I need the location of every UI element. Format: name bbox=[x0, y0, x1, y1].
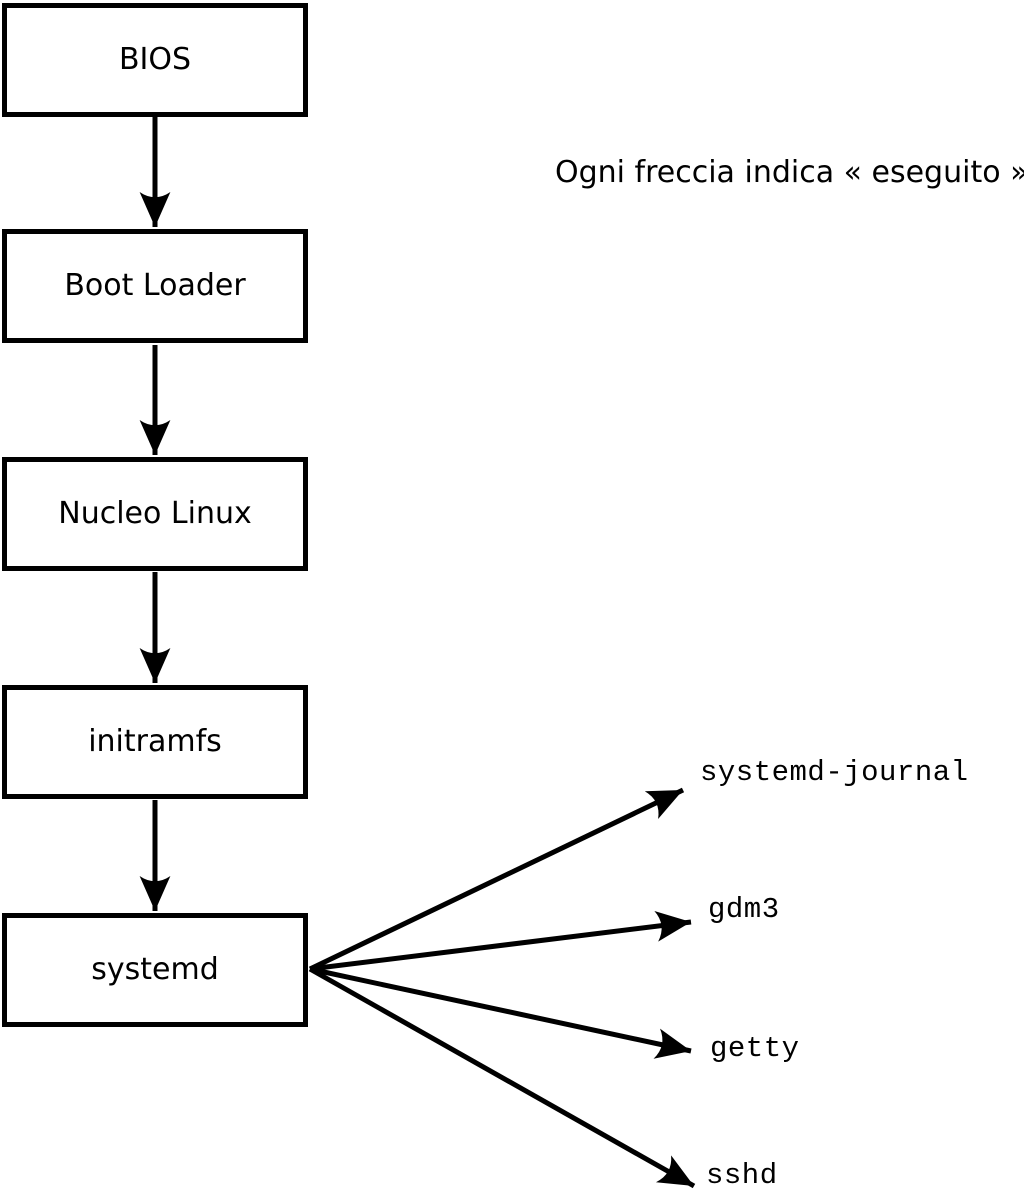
annotation-text: Ogni freccia indica « eseguito ». bbox=[555, 155, 1024, 190]
arrow-systemd-to-gdm3 bbox=[309, 911, 692, 972]
node-bios-label: BIOS bbox=[118, 42, 192, 77]
node-nucleo-linux-label: Nucleo Linux bbox=[58, 496, 252, 531]
node-nucleo-linux: Nucleo Linux bbox=[2, 457, 308, 571]
arrow-systemd-to-getty bbox=[309, 966, 692, 1059]
node-initramfs: initramfs bbox=[2, 685, 308, 799]
node-systemd: systemd bbox=[2, 913, 308, 1027]
node-initramfs-label: initramfs bbox=[88, 724, 222, 759]
node-systemd-label: systemd bbox=[91, 952, 219, 987]
arrow-systemd-to-journal bbox=[308, 787, 685, 972]
node-boot-loader: Boot Loader bbox=[2, 229, 308, 343]
branch-label-gdm3: gdm3 bbox=[708, 893, 780, 926]
branch-label-getty: getty bbox=[710, 1032, 800, 1065]
arrow-systemd-to-sshd bbox=[308, 966, 696, 1189]
branch-label-systemd-journal: systemd-journal bbox=[700, 756, 969, 789]
node-bios: BIOS bbox=[2, 3, 308, 117]
node-boot-loader-label: Boot Loader bbox=[64, 268, 246, 303]
branch-label-sshd: sshd bbox=[706, 1159, 778, 1192]
